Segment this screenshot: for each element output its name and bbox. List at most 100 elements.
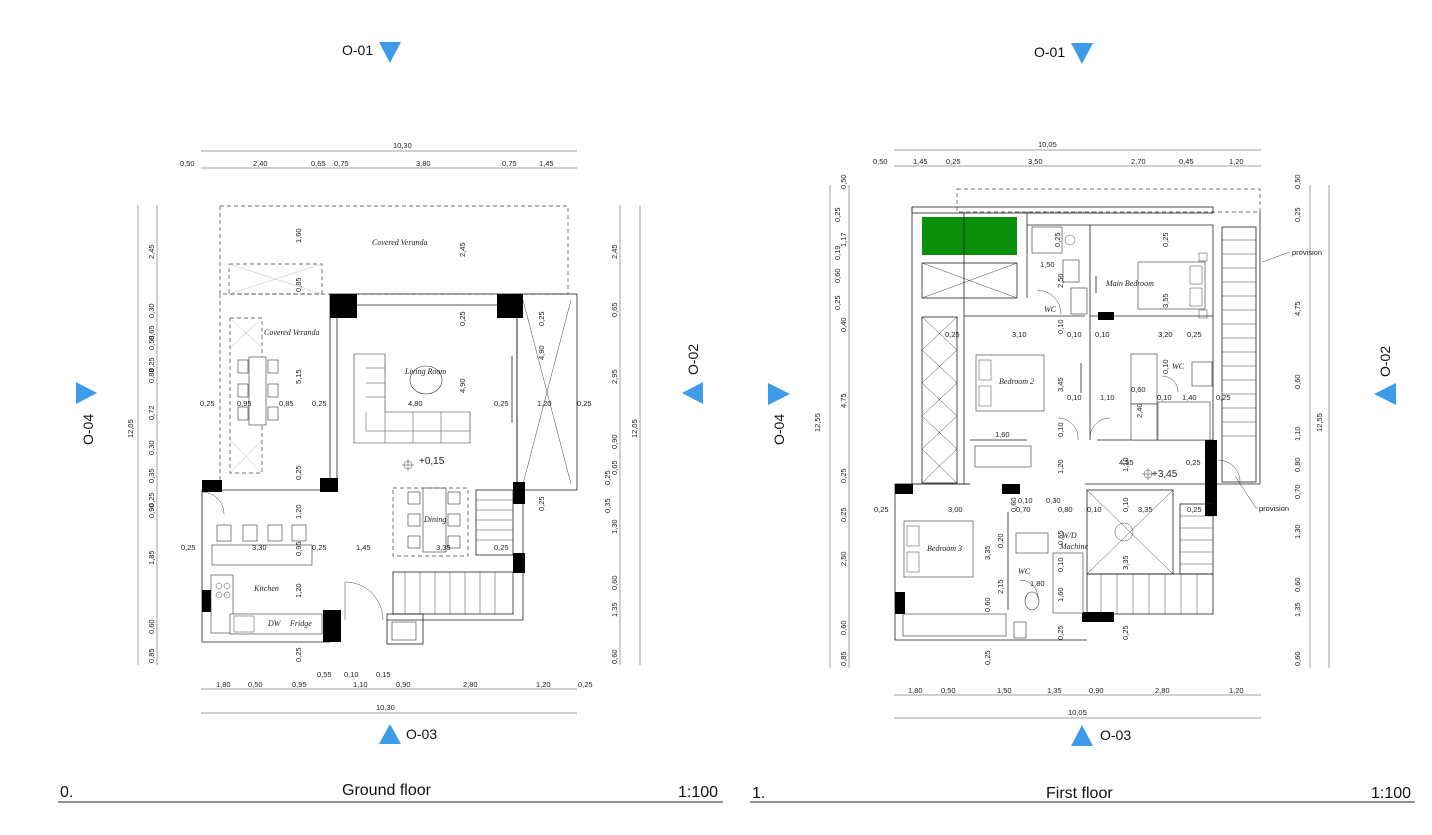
dim-left-3: 0,19 (833, 245, 842, 260)
dim-inner-5: 0,10 (1095, 330, 1110, 339)
room-bedroom-3: Bedroom 3 (927, 544, 962, 553)
dim-inner-m: 3,35 (436, 543, 451, 552)
dim-right-10: 0,60 (610, 649, 619, 664)
dim-inner-18: 0,30 (1046, 496, 1061, 505)
dim-right-9: 1,35 (610, 602, 619, 617)
dim-left-6: 0,40 (839, 317, 848, 332)
dim-top-3: 3,50 (1028, 157, 1043, 166)
ground-level-value: +0,15 (419, 456, 445, 467)
dim-left-total: 12,05 (126, 419, 135, 438)
dim-bottom-5: 2,80 (1155, 686, 1170, 695)
dim-inner-24: 3,35 (1138, 505, 1153, 514)
dim-inner-d: 0,25 (312, 399, 327, 408)
dim-inner-v8: 2,40 (1135, 403, 1144, 418)
dim-inner-15: 4,55 (1119, 458, 1134, 467)
dim-left-3: 0,58 (147, 335, 156, 350)
dim-inner-v2: 0,25 (1161, 232, 1170, 247)
dim-inner-i: 0,25 (181, 543, 196, 552)
dim-top-1: 2,40 (253, 159, 268, 168)
marker-label-right: O-02 (685, 344, 701, 375)
dim-right-total: 12,55 (1315, 413, 1324, 432)
dim-inner-v23: 0,25 (1121, 625, 1130, 640)
dim-inner-13: 0,25 (1216, 393, 1231, 402)
room-machine: Machine (1059, 542, 1088, 551)
dim-bottom-7: 0,25 (578, 680, 593, 689)
dim-left-12: 0,60 (147, 619, 156, 634)
dim-left-10: 2,50 (839, 551, 848, 566)
appliance-fridge: Fridge (289, 619, 312, 628)
dim-inner-v11: 1,10 (1121, 457, 1130, 472)
bedroom3-bed (903, 520, 974, 578)
marker-left-icon (76, 382, 97, 404)
dim-left-1: 0,25 (833, 207, 842, 222)
dim-left-12: 0,85 (839, 651, 848, 666)
dim-inner-v14: 3,35 (983, 545, 992, 560)
dim-top-6: 1,45 (539, 159, 554, 168)
first-level-value: +3,45 (1152, 469, 1178, 480)
dim-left-4: 0,25 (147, 357, 156, 372)
dim-right-6: 0,25 (603, 470, 612, 485)
dim-inner-v15: 0,20 (996, 533, 1005, 548)
dim-left-8: 0,25 (839, 468, 848, 483)
room-main-bedroom: Main Bedroom (1105, 279, 1154, 288)
dim-inner-14: 1,60 (995, 430, 1010, 439)
note-provision-top: provision (1292, 248, 1322, 257)
marker-right-icon (682, 382, 703, 404)
dim-left-1: 0,30 (147, 303, 156, 318)
dim-left-0: 2,45 (147, 244, 156, 259)
ground-floor-scale: 1:100 (678, 784, 718, 801)
room-wd: W/D (1062, 531, 1077, 540)
dim-top-total: 10,05 (1038, 140, 1057, 149)
room-wc-1: WC (1044, 305, 1057, 314)
dim-bottom-upper-0: 0,55 (317, 670, 332, 679)
dim-right-4: 0,65 (610, 460, 619, 475)
marker-bottom-icon (379, 724, 401, 744)
dim-right-8: 0,60 (610, 575, 619, 590)
dim-inner-4: 0,10 (1067, 330, 1082, 339)
dim-bottom-3: 1,10 (353, 680, 368, 689)
dim-bottom-upper-1: 0,10 (344, 670, 359, 679)
marker-label-right: O-02 (1377, 346, 1393, 377)
room-wc-2: WC (1172, 362, 1185, 371)
marker-label-bottom: O-03 (1100, 727, 1131, 743)
room-wc-3: WC (1018, 567, 1031, 576)
dim-inner-n: 0,25 (494, 543, 509, 552)
dim-right-9: 1,35 (1293, 602, 1302, 617)
dim-left-total: 12,55 (813, 413, 822, 432)
dim-inner-8: 0,60 (1131, 385, 1146, 394)
dim-top-5: 0,45 (1179, 157, 1194, 166)
dim-left-5: 0,88 (147, 368, 156, 383)
dim-left-11: 1,85 (147, 550, 156, 565)
first-floor-number: 1. (752, 785, 765, 802)
dim-bottom-2: 0,95 (292, 680, 307, 689)
dim-bottom-1: 0,50 (941, 686, 956, 695)
dim-bottom-2: 1,50 (997, 686, 1012, 695)
dim-inner-v9: 0,10 (1056, 422, 1065, 437)
marker-label-left: O-04 (80, 414, 96, 445)
dim-inner-v18: 3,35 (1121, 555, 1130, 570)
dim-bottom-4: 0,90 (396, 680, 411, 689)
dim-bottom-6: 1,20 (1229, 686, 1244, 695)
dim-bottom-0: 1,80 (908, 686, 923, 695)
dim-inner-2: 0,25 (945, 330, 960, 339)
dim-inner-o: 1,60 (294, 228, 303, 243)
marker-left-icon (768, 383, 790, 405)
dim-inner-v10: 1,20 (1056, 459, 1065, 474)
dim-left-9: 0,25 (839, 507, 848, 522)
dim-inner-k: 0,25 (312, 543, 327, 552)
marker-bottom-icon (1071, 725, 1093, 746)
dim-inner-b: 0,95 (237, 399, 252, 408)
dim-inner-j: 3,30 (252, 543, 267, 552)
dim-inner-f: 0,25 (494, 399, 509, 408)
dim-top-0: 0,50 (180, 159, 195, 168)
dim-inner-25: 0,25 (1187, 505, 1202, 514)
dim-inner-z: 0,95 (294, 541, 303, 556)
dim-bottom-1: 0,50 (248, 680, 263, 689)
dim-inner-s: 0,25 (537, 311, 546, 326)
dim-left-4: 0,60 (833, 268, 842, 283)
dim-right-1: 0,25 (1293, 207, 1302, 222)
dim-inner-w: 0,25 (294, 465, 303, 480)
dim-top-0: 0,50 (873, 157, 888, 166)
dim-top-1: 1,45 (913, 157, 928, 166)
